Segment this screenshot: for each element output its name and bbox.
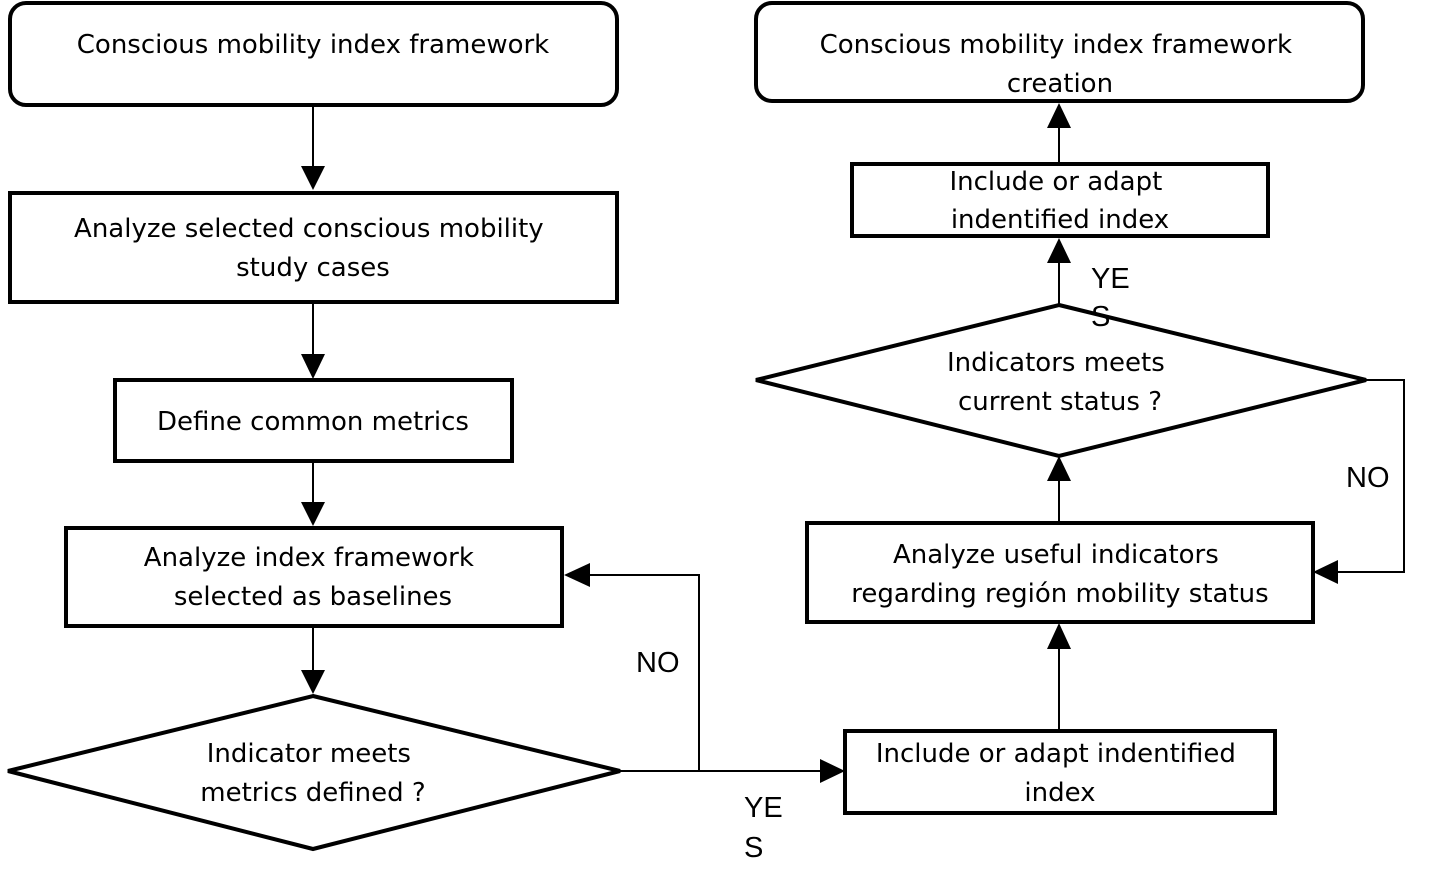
svg-text:Include or adapt indenti: Include or adapt indentified index [949, 167, 1170, 235]
svg-text:Include or adapt indentified: Include or adapt indentified index [876, 739, 1244, 808]
node-text-line: current status ? [958, 387, 1162, 417]
node-text-line: Include or adapt [949, 167, 1162, 197]
edge-label-yes: YE S [744, 792, 791, 864]
arrowheads [301, 103, 1338, 783]
arrowhead-right [820, 759, 845, 783]
node-analyze-useful-indicators: Analyze useful indicators regarding regi… [805, 521, 1315, 624]
svg-text:Conscious mobility index frame: Conscious mobility index framework [77, 30, 549, 60]
node-text-line: selected as baselines [174, 582, 452, 612]
node-text-line: Indicator meets [207, 739, 411, 769]
node-text-line: Analyze index framework [144, 543, 474, 573]
arrowhead-down [301, 670, 325, 694]
edge-label-yes: YE S [1091, 263, 1138, 333]
arrowhead-left [564, 563, 590, 587]
node-text-line: Conscious mobility index framework [820, 30, 1292, 60]
decision-current-status: Indicators meets current status ? [755, 302, 1367, 459]
svg-text:Conscious mobility index frame: Conscious mobility index framework creat… [820, 30, 1301, 99]
edge-decision2-no-loop [1338, 379, 1405, 573]
connectors [312, 105, 1405, 772]
node-text-line: Analyze selected conscious mobility [74, 214, 544, 244]
arrowhead-down [301, 354, 325, 379]
svg-text:Analyze selected conscious mob: Analyze selected conscious mobility stud… [74, 214, 552, 283]
svg-text:Analyze useful indicators: Analyze useful indicators regarding regi… [851, 540, 1268, 609]
node-text-line: Conscious mobility index framework [77, 30, 549, 60]
node-text-line: study cases [236, 253, 390, 283]
node-text-line: Define common metrics [157, 407, 469, 437]
node-text-line: creation [1007, 69, 1113, 99]
node-text-line: Analyze useful indicators [893, 540, 1219, 570]
svg-text:Analyze index framework: Analyze index framework selected as base… [144, 543, 482, 612]
edge-label-no: NO [636, 647, 680, 679]
edge-label-no: NO [1346, 462, 1390, 494]
arrowhead-up [1047, 103, 1071, 128]
node-include-adapt-index-bottom: Include or adapt indentified index [843, 729, 1277, 815]
node-analyze-cases: Analyze selected conscious mobility stud… [8, 191, 619, 304]
node-text-line: index [1024, 778, 1095, 808]
svg-text:Indicators meets current: Indicators meets current status ? [947, 348, 1173, 417]
node-framework-start: Conscious mobility index framework [8, 1, 619, 107]
arrowhead-up [1047, 456, 1071, 481]
node-text-line: metrics defined ? [200, 778, 425, 808]
arrowhead-down [301, 502, 325, 526]
node-analyze-baselines: Analyze index framework selected as base… [64, 526, 564, 628]
arrowhead-up [1047, 623, 1071, 649]
decision-metrics-defined: Indicator meets metrics defined ? [7, 693, 621, 852]
node-text-line: Indicators meets [947, 348, 1165, 378]
svg-text:Indicator meets metrics: Indicator meets metrics defined ? [200, 739, 425, 808]
node-text-line: Include or adapt indentified [876, 739, 1236, 769]
node-text-line: regarding región mobility status [851, 579, 1268, 609]
node-framework-creation: Conscious mobility index framework creat… [754, 1, 1365, 103]
svg-text:Define common metrics: Define common metrics [157, 407, 469, 437]
arrowhead-left [1313, 560, 1338, 584]
arrowhead-up [1047, 238, 1071, 263]
node-text-line: indentified index [951, 205, 1169, 235]
node-include-adapt-index-top: Include or adapt indentified index [850, 162, 1270, 238]
node-define-metrics: Define common metrics [113, 378, 514, 463]
arrowhead-down [301, 166, 325, 190]
